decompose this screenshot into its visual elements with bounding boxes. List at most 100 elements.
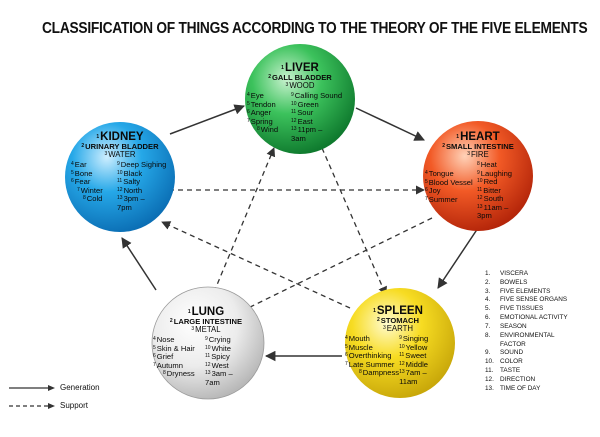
generation-arrows — [121, 104, 479, 362]
kidney-element: 1KIDNEY 2URINARY BLADDER 3WATER 4Ear 5Bo… — [67, 131, 173, 212]
legend-item: 4.Five Sense Organs — [485, 296, 568, 304]
generation-arrow-liver-to-heart — [355, 107, 425, 141]
heart-attr-7: 7Summer — [425, 194, 458, 204]
heart-attr-5: 5Blood Vessel — [425, 177, 473, 187]
lung-attr-6: 6Grief — [153, 352, 174, 362]
lung-attr-10: 10White — [205, 343, 231, 353]
kidney-attr-10: 10Black — [117, 168, 143, 178]
heart-five-element: FIRE — [471, 150, 489, 160]
legend-item: 10.Color — [485, 358, 523, 366]
spleen-circle — [345, 288, 455, 398]
legend-item: 11.Taste — [485, 367, 521, 375]
heart-circle — [423, 121, 533, 231]
support-arrow-liver-to-spleen — [321, 147, 387, 296]
lung-bowel: LARGE INTESTINE — [173, 317, 243, 327]
liver-right-column: 9Calling Sound 10Green 11Sour 12East 131… — [291, 91, 353, 143]
key-support-label: Support — [60, 401, 89, 410]
lung-attr-9: 9Crying — [205, 335, 231, 345]
kidney-attr-12: 12North — [117, 185, 143, 195]
spleen-attr-8: 8Dampness — [359, 368, 400, 378]
support-arrows — [160, 147, 433, 313]
liver-attr-7: 7Spring — [247, 116, 273, 126]
spleen-five-element: EARTH — [386, 324, 414, 334]
category-legend: 1.Viscera 2.Bowels 3.Five Elements 4.Fiv… — [485, 270, 568, 394]
heart-attr-12: 12South — [477, 194, 504, 204]
key-generation-label: Generation — [60, 383, 100, 392]
kidney-five-element: WATER — [108, 150, 136, 160]
kidney-attr-8: 8Cold — [83, 194, 103, 204]
kidney-attr-4: 4Ear — [71, 160, 87, 170]
lung-viscera: LUNG — [191, 306, 225, 318]
lung-attr-8: 8Dryness — [163, 369, 195, 379]
support-arrow-spleen-to-kidney — [161, 221, 351, 309]
kidney-attr-13: 133pm – 7pm — [117, 194, 145, 212]
lung-attr-5: 5Skin & Hair — [153, 343, 195, 353]
heart-bowel: SMALL INTESTINE — [445, 142, 514, 152]
generation-arrow-heart-to-spleen — [437, 227, 479, 289]
spleen-right-column: 9Singing 10Yellow 11Sweet 12Middle 137am… — [399, 334, 451, 386]
lung-attr-4: 4Nose — [153, 335, 175, 345]
legend-item: 5.Five Tissues — [485, 305, 544, 313]
kidney-circle — [65, 122, 175, 232]
liver-element: 1LIVER 2GALL BLADDER 3WOOD 4Eye 5Tendon … — [247, 62, 353, 143]
heart-attr-9: 9Laughing — [477, 168, 513, 178]
legend-item: 1.Viscera — [485, 270, 529, 277]
kidney-attr-11: 11Salty — [117, 177, 141, 187]
key-support: Support — [8, 401, 88, 410]
kidney-bowel: URINARY BLADDER — [85, 142, 159, 152]
spleen-attr-12: 12Middle — [399, 359, 429, 369]
legend-item: 8.Environmental Factor — [485, 331, 555, 348]
heart-viscera: HEART — [460, 131, 500, 143]
liver-bowel: GALL BLADDER — [272, 73, 332, 83]
kidney-attr-5: 5Bone — [71, 168, 93, 178]
liver-attr-10: 10Green — [291, 99, 319, 109]
liver-viscera: LIVER — [284, 62, 319, 74]
heart-attr-11: 11Bitter — [477, 185, 501, 195]
heart-attr-13: 1311am – 3pm — [477, 202, 509, 221]
key-generation: Generation — [8, 383, 100, 392]
spleen-attr-11: 11Sweet — [399, 351, 427, 361]
spleen-bowel: STOMACH — [380, 316, 420, 326]
liver-circle — [245, 44, 355, 154]
kidney-attr-9: 9Deep Sighing — [117, 160, 167, 170]
kidney-attr-7: 7Winter — [77, 185, 103, 195]
spleen-attr-5: 5Muscle — [345, 342, 373, 352]
liver-attr-12: 12East — [291, 116, 313, 126]
liver-attr-6: 6Anger — [247, 108, 272, 118]
legend-item: 13.Time of Day — [485, 384, 541, 392]
diagram-title: CLASSIFICATION OF THINGS ACCORDING TO TH… — [42, 20, 588, 37]
lung-attr-11: 11Spicy — [205, 352, 230, 362]
generation-arrow-kidney-to-liver — [169, 104, 245, 135]
heart-attr-8: 8Heat — [477, 160, 497, 170]
spleen-attr-4: 4Mouth — [345, 334, 370, 344]
legend-item: 2.Bowels — [485, 278, 528, 286]
kidney-viscera: KIDNEY — [100, 131, 144, 143]
spleen-left-column: 4Mouth 5Muscle 6Overthinking 7Late Summe… — [345, 334, 400, 386]
liver-attr-5: 5Tendon — [247, 99, 276, 109]
heart-right-column: 8Heat 9Laughing 10Red 11Bitter 12South 1… — [477, 160, 531, 221]
kidney-left-column: 4Ear 5Bone 6Fear 7Winter 8Cold — [67, 160, 117, 212]
spleen-attr-7: 7Late Summer — [345, 359, 395, 369]
liver-attr-8: 8Wind — [257, 125, 279, 135]
heart-element: 1HEART 2SMALL INTESTINE 3FIRE 4Tongue 5B… — [425, 131, 531, 221]
lung-left-column: 4Nose 5Skin & Hair 6Grief 7Autumn 8Dryne… — [153, 335, 205, 387]
spleen-attr-13: 137am – 11am — [399, 368, 427, 386]
liver-attr-9: 9Calling Sound — [291, 91, 343, 101]
kidney-attr-6: 6Fear — [71, 177, 91, 187]
lung-attr-12: 12West — [205, 360, 229, 370]
legend-item: 6.Emotional Activity — [485, 314, 568, 322]
kidney-right-column: 9Deep Sighing 10Black 11Salty 12North 13… — [117, 160, 173, 212]
liver-left-column: 4Eye 5Tendon 6Anger 7Spring 8Wind — [247, 91, 291, 143]
lung-right-column: 9Crying 10White 11Spicy 12West 133am – 7… — [205, 335, 259, 387]
spleen-attr-10: 10Yellow — [399, 342, 428, 352]
liver-attr-11: 11Sour — [291, 108, 314, 118]
heart-attr-10: 10Red — [477, 177, 498, 187]
lung-attr-7: 7Autumn — [153, 360, 183, 370]
spleen-attr-9: 9Singing — [399, 334, 429, 344]
lung-five-element: METAL — [195, 325, 221, 335]
heart-attr-6: 6Joy — [425, 186, 441, 196]
generation-arrow-lung-to-kidney — [121, 237, 157, 291]
legend-item: 9.Sound — [485, 349, 524, 357]
spleen-attr-6: 6Overthinking — [345, 351, 392, 361]
